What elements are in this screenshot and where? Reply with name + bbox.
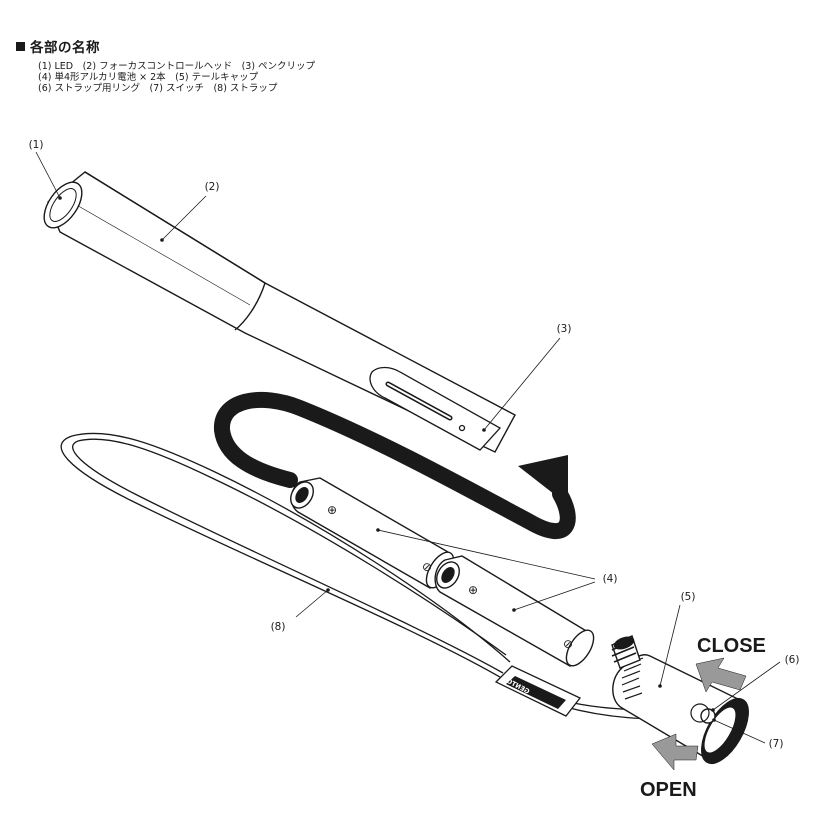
close-label: CLOSE xyxy=(697,635,766,657)
battery-2-plus: ⊕ xyxy=(468,583,478,597)
callout-6: (6) xyxy=(785,654,800,666)
battery-2 xyxy=(434,555,595,667)
leader-dots xyxy=(58,196,716,722)
callout-1: (1) xyxy=(29,139,44,151)
callout-2: (2) xyxy=(205,181,220,193)
callout-7: (7) xyxy=(769,738,784,750)
strap xyxy=(60,432,511,681)
callout-8: (8) xyxy=(271,621,286,633)
battery-1-plus: ⊕ xyxy=(327,503,337,517)
parts-title: 各部の名称 xyxy=(16,36,315,56)
title-square-icon xyxy=(16,41,25,51)
strap-tag: GENTOS xyxy=(494,665,582,717)
battery-2-minus: ⊘ xyxy=(563,637,573,651)
callout-4: (4) xyxy=(603,573,618,585)
assembly-arrow xyxy=(214,391,576,539)
battery-1 xyxy=(290,477,455,589)
callout-3: (3) xyxy=(557,323,572,335)
parts-header: 各部の名称 (1) LED (2) フォーカスコントロールヘッド (3) ペンク… xyxy=(16,36,315,94)
pen-clip xyxy=(369,366,502,451)
tail-cap xyxy=(611,635,749,765)
callout-5: (5) xyxy=(681,591,696,603)
open-label: OPEN xyxy=(640,779,697,801)
parts-line-3: (6) ストラップ用リング (7) スイッチ (8) ストラップ xyxy=(38,83,278,94)
parts-list: (1) LED (2) フォーカスコントロールヘッド (3) ペンクリップ (4… xyxy=(38,61,315,94)
parts-line-2: (4) 単4形アルカリ電池 × 2本 (5) テールキャップ xyxy=(38,72,259,83)
battery-1-minus: ⊘ xyxy=(422,560,432,574)
leader-lines xyxy=(35,151,781,744)
rotate-arrows xyxy=(651,657,747,771)
parts-title-text: 各部の名称 xyxy=(30,40,100,56)
parts-line-1: (1) LED (2) フォーカスコントロールヘッド (3) ペンクリップ xyxy=(38,61,316,72)
